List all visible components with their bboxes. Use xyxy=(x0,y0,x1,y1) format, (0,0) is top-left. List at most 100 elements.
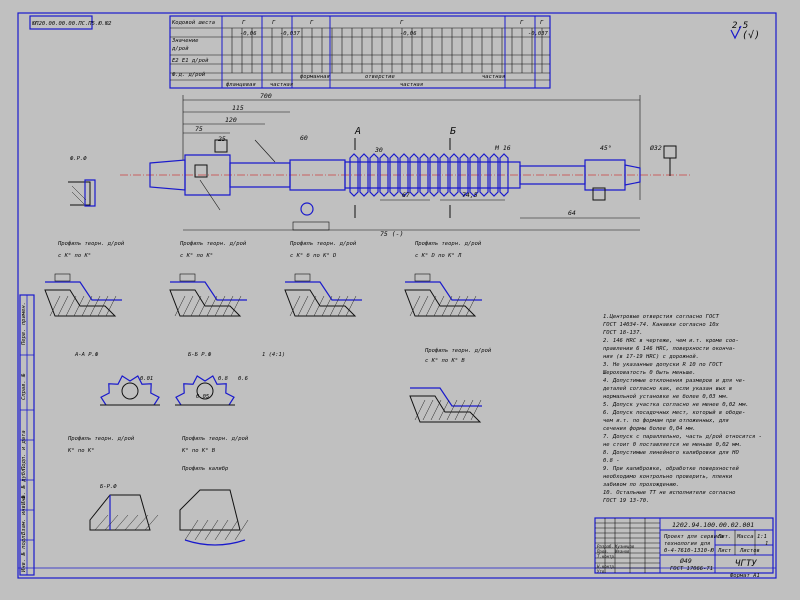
part-name-1: Проект для сервиса xyxy=(663,534,724,540)
profile6-title: Профиль теорн. д/рой xyxy=(67,436,135,442)
scale-label: 1:1 xyxy=(757,534,767,540)
profile1-sub: с К° по К° xyxy=(58,253,91,259)
note-line: 9. При калибровке, обработке поверхносте… xyxy=(603,465,739,472)
section-bb: Б-Б Р.Ф xyxy=(188,352,212,358)
group-header-1: Г xyxy=(242,20,246,26)
profile3-sub: с К° б по К° D xyxy=(290,252,337,259)
format-label: Формат А1 xyxy=(730,573,760,579)
detail-dim-4: 0.05 xyxy=(196,394,209,400)
designation: 1202.94.100.00.02.001 xyxy=(672,521,754,529)
note-line: нормальной установке не более 0,03 мм. xyxy=(603,393,729,400)
title-block: Разраб.Пров.Т.контр.Н.контр.Утв.Кузнецов… xyxy=(594,517,774,579)
note-line: 7. Допуск с параллельно, часть д/рой отн… xyxy=(603,434,762,440)
roughness-symbol: (√) xyxy=(742,29,760,41)
detail-v: Б-Р.Ф xyxy=(100,484,117,490)
top-left-stamp: ЮП20.00.00.00.ПС.П5.Ю.Ю2 xyxy=(29,15,112,30)
left-end-view: Ф.Р.Ф xyxy=(68,156,96,207)
profile2-title: Профиль теорн. д/рой xyxy=(179,241,247,247)
dim-right-diameter: Ø32 xyxy=(650,144,662,152)
note-line: 5. Допуск участка согласно не менее 0,02… xyxy=(603,402,749,408)
technical-notes: 1.Центровые отверстия согласно ГОСТ ГОСТ… xyxy=(602,314,762,504)
profile4-title: Профиль теорн. д/рой xyxy=(414,241,482,247)
note-line: сечения формы более 0,04 мм. xyxy=(603,425,696,432)
outer-frame xyxy=(17,12,777,579)
organization: ЧГТУ xyxy=(735,559,757,569)
profile8-title: Профиль калибр xyxy=(181,465,229,472)
profile7-title: Профиль теорн. д/рой xyxy=(181,436,249,442)
titleblock-name: Иванов xyxy=(614,549,630,554)
side-stamp-5: Взам. инв. № xyxy=(21,495,27,535)
table-row-label-1: Кодовой шеста xyxy=(171,20,215,26)
note-line: ГОСТ 18-137. xyxy=(603,330,643,336)
roughness-mark: 2.5 (√) xyxy=(730,21,760,41)
note-line: 0.8 - xyxy=(603,458,620,464)
note-line: ния (в 17-19 НRС) с дорожной. xyxy=(603,354,699,360)
dim-d1: 115 xyxy=(232,104,244,112)
note-line: деталей согласно как, если указан вых в xyxy=(602,386,732,392)
table-bottom-2: частная xyxy=(270,82,293,88)
detail-scale: 1 (4:1) xyxy=(262,352,285,358)
detail-dim-3: 0.6 xyxy=(238,376,249,382)
table-row-label-2: Значение xyxy=(171,38,199,44)
titleblock-role: Утв. xyxy=(597,569,607,574)
dim-thread: М 16 xyxy=(494,144,511,152)
profile-views-row2: Профиль теорн. д/рой с К° по К° В А-А Р.… xyxy=(74,348,492,423)
side-stamp-1: Перв. примен. xyxy=(21,302,27,346)
note-line: 6. Допуск посадочных мест, который в обо… xyxy=(603,409,745,416)
dim-total: 75 (-) xyxy=(380,230,403,238)
dim-d4: 60 xyxy=(300,134,308,142)
group-header-2: Г xyxy=(272,20,276,26)
roughness-value: 2.5 xyxy=(732,21,748,31)
dim-d5: 30 xyxy=(374,146,383,154)
profile1-title: Профиль теорн. д/рой xyxy=(57,241,125,247)
note-line: 1.Центровые отверстия согласно ГОСТ xyxy=(603,314,720,320)
note-line: Шероховатость 0 быть меньше. xyxy=(602,369,696,376)
profile-views-row3: Профиль теорн. д/рой К° по К° Профиль те… xyxy=(67,436,249,546)
dim-d2: 120 xyxy=(225,116,237,124)
profile7-sub: К° по К° В xyxy=(181,448,216,454)
note-line: забивом по прохождению. xyxy=(603,481,679,488)
section-b-marker: Б xyxy=(450,126,456,137)
table-bottom-1: фланцевая xyxy=(226,82,256,88)
profile4-sub: с К° D по К° Л xyxy=(415,253,462,259)
profile3-title: Профиль теорн. д/рой xyxy=(289,241,357,247)
group-header-4: Г xyxy=(400,20,404,26)
dim-angle: 45° xyxy=(600,144,612,152)
side-stamp-2: Справ. № xyxy=(21,373,27,400)
dim-d3: 75 xyxy=(195,125,203,133)
group-header-5: Г xyxy=(520,20,524,26)
part-name-2: технология для xyxy=(664,541,710,547)
side-stamp-7: Инв. № подл. xyxy=(21,532,27,573)
note-line: 2. 146 НRС в чертеже, чем и.т. кроме соо… xyxy=(603,338,739,344)
table-bottom-3: частная xyxy=(400,82,423,88)
table-row-label-4: Е2 Е1 д/рой xyxy=(172,58,209,64)
sheets-label: Листов xyxy=(739,548,760,554)
profile2-sub: с К° по К° xyxy=(180,253,213,259)
material-2: ГОСТ 17066-71 xyxy=(670,566,713,572)
tolerance-3: -0,06 xyxy=(400,31,417,37)
titleblock-role: Н.контр. xyxy=(596,564,616,569)
view1-title: Ф.Р.Ф xyxy=(70,156,87,162)
section-a-marker: А xyxy=(354,126,361,137)
side-stamp-3: Подп. и дата xyxy=(21,430,27,471)
note-line: 4. Допустимые отклонения размеров и для … xyxy=(603,378,745,384)
profile-views-row1: Профиль теорн. д/рой с К° по К° Профиль … xyxy=(44,241,482,317)
material-1: Ø49 xyxy=(680,557,692,565)
note-line: 10. Остальные ТТ не исполнители согласно xyxy=(603,490,735,496)
side-stamp-column: Перв. примен. Справ. № Подп. и дата Инв.… xyxy=(19,294,35,576)
sheet-label: Лист xyxy=(717,548,732,554)
sheet-number: 1 xyxy=(765,541,768,547)
titleblock-role: Т.контр. xyxy=(597,554,616,559)
table-row-label-3: д/рой xyxy=(171,46,189,52)
litera-label: Лит. xyxy=(717,534,731,540)
tolerance-4: -0,037 xyxy=(528,31,549,37)
profile5-sub: с К° по К° В xyxy=(425,358,465,364)
note-line: ГОСТ 14034-74. Канавки согласно 10х xyxy=(603,322,720,328)
note-line: правлении 6 146 НRС, поверхности оконча- xyxy=(603,346,735,352)
section-aa: А-А Р.Ф xyxy=(74,352,99,358)
note-line: 8. Допустимые линейного калибровки для Н… xyxy=(603,449,739,456)
dim-d6: 25 xyxy=(218,135,226,143)
stamp-code: ЮП20.00.00.00.ПС.П5.Ю.Ю2 xyxy=(32,21,112,27)
detail-dim-2: 0.8 xyxy=(218,376,229,382)
table-bottom-5: отверстие xyxy=(365,74,395,80)
